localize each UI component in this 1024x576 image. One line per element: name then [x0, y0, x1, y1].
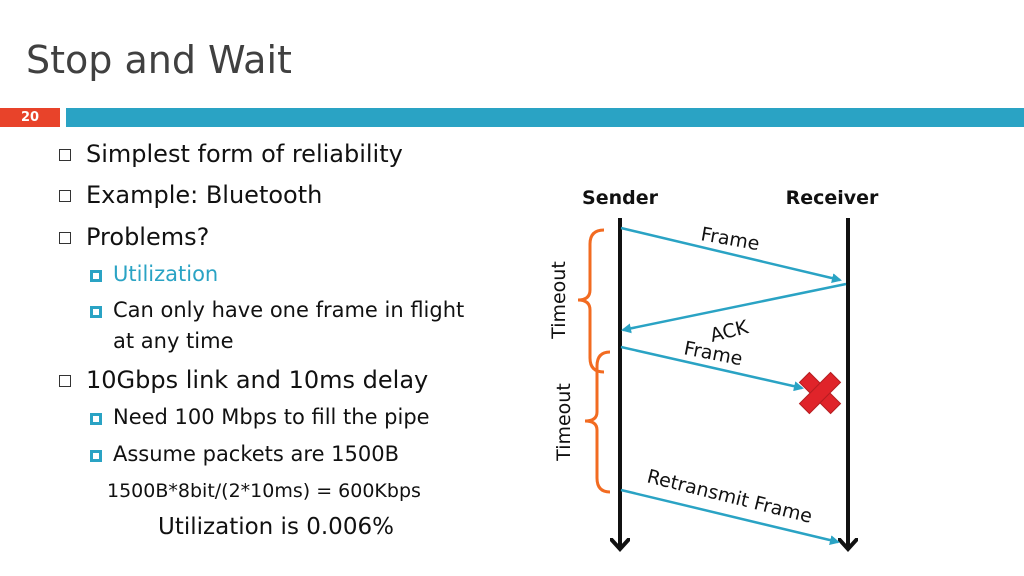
subbullet-one-frame-cont: at any time — [113, 329, 234, 353]
hollow-square-bullet-icon — [59, 190, 71, 202]
bullet-simplest: Simplest form of reliability — [59, 140, 403, 168]
calculation-text: 1500B*8bit/(2*10ms) = 600Kbps — [107, 480, 421, 502]
utilization-result: Utilization is 0.006% — [158, 514, 394, 540]
hollow-square-bullet-icon — [59, 149, 71, 161]
filled-square-bullet-icon — [90, 450, 102, 462]
timeout-label-1: Timeout — [548, 261, 570, 340]
subbullet-assume: Assume packets are 1500B — [90, 442, 400, 466]
filled-square-bullet-icon — [90, 270, 102, 282]
frame-label-1: Frame — [699, 223, 761, 255]
subbullet-text: Utilization — [113, 262, 219, 286]
receiver-label: Receiver — [786, 187, 879, 209]
sender-label: Sender — [582, 187, 659, 209]
slide-number: 20 — [0, 108, 60, 127]
subbullet-text: Need 100 Mbps to fill the pipe — [113, 405, 430, 429]
frame-label-2: Frame — [682, 337, 744, 370]
retransmit-arrow — [620, 488, 840, 545]
ack-arrow — [621, 282, 847, 334]
filled-square-bullet-icon — [90, 413, 102, 425]
timeout-label-2: Timeout — [553, 383, 575, 462]
subbullet-need: Need 100 Mbps to fill the pipe — [90, 405, 430, 429]
frame-arrow-1 — [620, 226, 842, 284]
header-bar — [66, 108, 1024, 127]
filled-square-bullet-icon — [90, 306, 102, 318]
timeout-brace-1 — [577, 228, 605, 374]
red-x-lost-frame-icon — [798, 371, 842, 415]
frame-arrow-2 — [620, 345, 804, 392]
bullet-text: Example: Bluetooth — [86, 181, 323, 209]
subbullet-utilization: Utilization — [90, 262, 219, 286]
bullet-text: 10Gbps link and 10ms delay — [86, 366, 429, 394]
subbullet-one-frame: Can only have one frame in flight — [90, 298, 465, 322]
subbullet-text: at any time — [113, 329, 234, 353]
bullet-link: 10Gbps link and 10ms delay — [59, 366, 429, 394]
subbullet-text: Assume packets are 1500B — [113, 442, 400, 466]
slide-title: Stop and Wait — [26, 38, 292, 82]
retransmit-label: Retransmit Frame — [645, 466, 815, 528]
bullet-text: Simplest form of reliability — [86, 140, 403, 168]
hollow-square-bullet-icon — [59, 232, 71, 244]
subbullet-text: Can only have one frame in flight — [113, 298, 465, 322]
bullet-example: Example: Bluetooth — [59, 181, 323, 209]
bullet-problems: Problems? — [59, 223, 210, 251]
bullet-text: Problems? — [86, 223, 210, 251]
timeout-brace-2 — [584, 350, 611, 494]
hollow-square-bullet-icon — [59, 375, 71, 387]
